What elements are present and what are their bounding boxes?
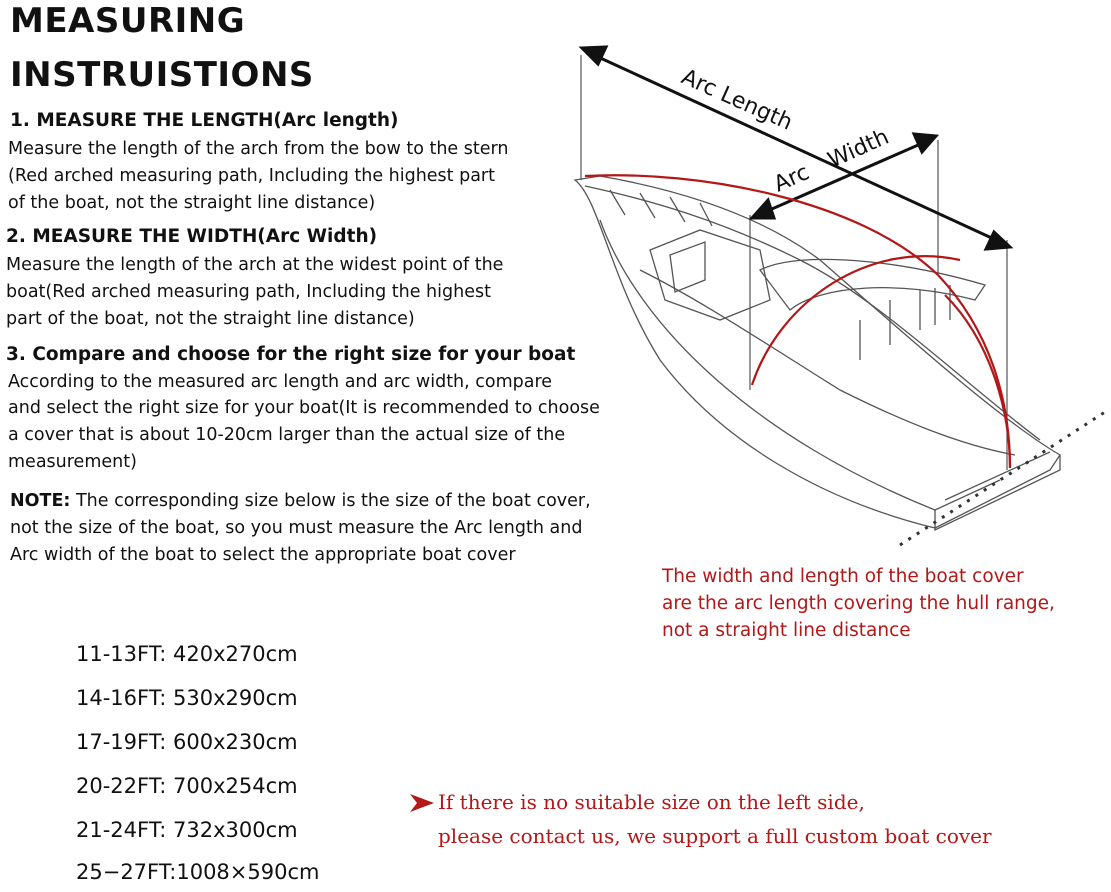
red-arc-width-path-outer: [944, 294, 1012, 469]
step2-line-2: boat(Red arched measuring path, Includin…: [6, 282, 491, 302]
note-line-3: Arc width of the boat to select the appr…: [10, 545, 516, 565]
arc-label: Arc: [770, 160, 813, 197]
step2-line-1: Measure the length of the arch at the wi…: [6, 255, 504, 275]
note-line-1: NOTE: The corresponding size below is th…: [10, 491, 591, 511]
step3-line-4: measurement): [8, 452, 137, 472]
boat-hull-lower: [599, 219, 1001, 511]
size-row-5: 21-24FT: 732x300cm: [76, 818, 298, 842]
custom-note-line-2: please contact us, we support a full cus…: [438, 824, 992, 848]
step1-line-1: Measure the length of the arch from the …: [8, 139, 509, 159]
arc-width-arrowhead-start: [748, 197, 777, 220]
arc-width-arrowhead-end: [911, 132, 940, 155]
step2-line-3: part of the boat, not the straight line …: [6, 309, 415, 329]
red-note-line-1: The width and length of the boat cover: [662, 566, 1024, 587]
width-label: Width: [824, 125, 893, 174]
step3-line-1: According to the measured arc length and…: [8, 372, 553, 392]
boat-cabin: [649, 229, 771, 321]
boat-stern-deck: [944, 451, 1051, 501]
step1-line-2: (Red arched measuring path, Including th…: [8, 166, 495, 186]
step3-line-3: a cover that is about 10-20cm larger tha…: [8, 425, 566, 445]
ref-dotted-line: [899, 408, 1109, 547]
step1-heading: 1. MEASURE THE LENGTH(Arc length): [10, 110, 399, 131]
boat-bow-stripes: [609, 189, 713, 227]
size-row-3: 17-19FT: 600x230cm: [76, 730, 298, 754]
red-note-line-2: are the arc length covering the hull ran…: [662, 593, 1055, 614]
boat-hull-outline: [573, 175, 1061, 529]
arc-length-arrow: [595, 54, 997, 242]
note-label: NOTE:: [10, 491, 71, 511]
size-row-1: 11-13FT: 420x270cm: [76, 642, 298, 666]
arc-length-arrowhead-end: [983, 229, 1014, 251]
red-arc-width-path: [750, 255, 961, 386]
arc-length-arrowhead-start: [578, 45, 609, 67]
note-line-2: not the size of the boat, so you must me…: [10, 518, 583, 538]
size-row-4: 20-22FT: 700x254cm: [76, 774, 298, 798]
step3-heading: 3. Compare and choose for the right size…: [6, 344, 576, 365]
boat-window: [669, 241, 706, 293]
page-title-line-2: INSTRUISTIONS: [10, 55, 314, 95]
red-arrow-icon: [410, 794, 434, 812]
step1-line-3: of the boat, not the straight line dista…: [8, 193, 376, 213]
red-note-line-3: not a straight line distance: [662, 620, 911, 641]
boat-measurement-diagram: Arc Length Arc Width: [573, 45, 1109, 547]
note-line-1-text: The corresponding size below is the size…: [70, 491, 591, 511]
step2-heading: 2. MEASURE THE WIDTH(Arc Width): [6, 226, 378, 247]
boat-stern: [934, 455, 1061, 532]
page-title-line-1: MEASURING: [10, 1, 246, 41]
size-row-6: 25−27FT:1008×590cm: [76, 860, 320, 884]
custom-note-line-1: If there is no suitable size on the left…: [438, 790, 865, 814]
boat-t-top: [759, 258, 987, 311]
step3-line-2: and select the right size for your boat(…: [8, 398, 600, 418]
boat-railings: [859, 285, 951, 360]
size-row-2: 14-16FT: 530x290cm: [76, 686, 298, 710]
red-arc-length-path: [584, 174, 939, 276]
boat-deck-inner: [639, 269, 1016, 456]
